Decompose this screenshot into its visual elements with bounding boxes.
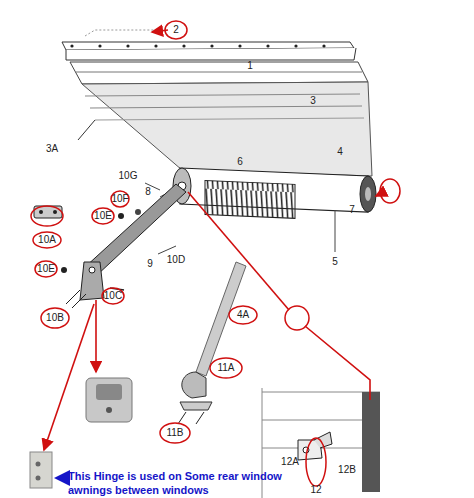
callout-number: 5 bbox=[332, 257, 338, 267]
callout-number: 12 bbox=[310, 485, 321, 495]
callout-number: 11B bbox=[166, 428, 183, 438]
callout-number: 6 bbox=[237, 157, 243, 167]
callout-number: 10A bbox=[38, 235, 56, 245]
callout-number: 8 bbox=[145, 187, 151, 197]
callout-number: 3 bbox=[310, 96, 316, 106]
callout-number: 1 bbox=[247, 61, 253, 71]
callout-number: 10B bbox=[46, 313, 64, 323]
callout-number: 10G bbox=[119, 171, 138, 181]
callout-number: 10E bbox=[37, 264, 55, 274]
callout-number: 3A bbox=[46, 144, 58, 154]
callout-number: 12B bbox=[338, 465, 356, 475]
callout-number: 9 bbox=[147, 259, 153, 269]
callout-number: 10C bbox=[104, 291, 122, 301]
callout-number: 10F bbox=[111, 194, 128, 204]
note-text: This Hinge is used on Some rear window a… bbox=[68, 470, 284, 498]
callout-number: 10D bbox=[167, 255, 185, 265]
callout-number: 2 bbox=[173, 25, 179, 35]
callout-number: 10E bbox=[94, 211, 112, 221]
callout-number: 11A bbox=[217, 363, 234, 373]
callout-number: 4A bbox=[237, 310, 249, 320]
callout-number: 4 bbox=[337, 147, 343, 157]
callout-number: 12A bbox=[281, 457, 299, 467]
callout-number: 7 bbox=[349, 205, 355, 215]
